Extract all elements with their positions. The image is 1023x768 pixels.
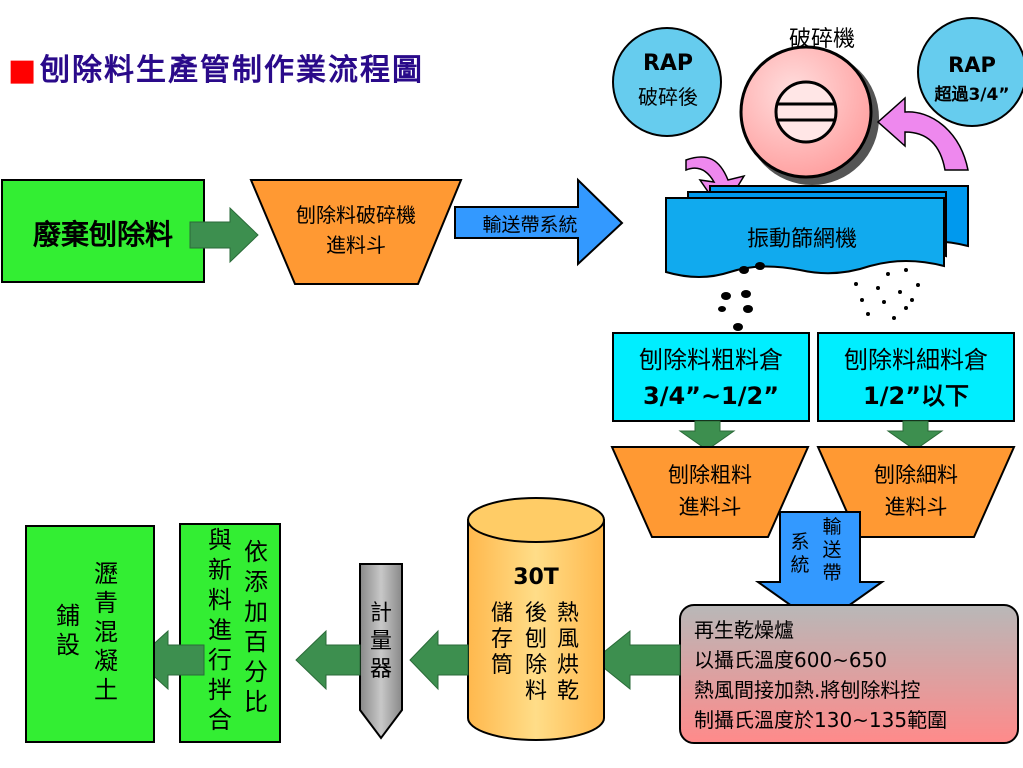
coarse-hopper-line1: 刨除粗料 <box>668 463 752 487</box>
mixing-col2-char5: 行 <box>208 646 232 674</box>
arrow-storage-to-meter <box>409 629 469 691</box>
storage-silo: 30T <box>467 497 605 741</box>
mixing-col1-char1: 依 <box>244 538 268 566</box>
page-title: ■ 刨除料生產管制作業流程圖 <box>8 53 424 88</box>
coarse-bin-line1: 刨除料粗料倉 <box>639 346 783 374</box>
conveyor-down-arrow: 輸 送 帶 系 統 <box>754 511 886 628</box>
vibrating-screen: 振動篩網機 <box>665 185 969 278</box>
storage-col1-char2: 風 <box>557 627 579 652</box>
paving-col2-char1: 鋪 <box>56 602 80 630</box>
conveyor-down-char3: 帶 <box>822 562 841 584</box>
fine-hopper: 刨除細料 進料斗 <box>816 446 1016 538</box>
rap-crushed-line2: 破碎後 <box>638 85 698 109</box>
storage-col3-char3: 筒 <box>491 653 513 678</box>
paving-col1-char2: 青 <box>94 589 118 617</box>
mixing-col2-char4: 進 <box>208 616 232 644</box>
conveyor-down-char1: 輸 <box>822 516 841 538</box>
mixing-col1-char4: 百 <box>244 628 268 656</box>
dryer-line1: 再生乾燥爐 <box>694 618 794 642</box>
conveyor-belt-label: 輸送帶系統 <box>482 214 577 236</box>
coarse-hopper: 刨除粗料 進料斗 <box>610 446 810 538</box>
paving-col1-char1: 瀝 <box>94 560 118 588</box>
arrow-fine-bin-to-hopper <box>886 420 944 451</box>
coarse-bin: 刨除料粗料倉 3/4”~1/2” <box>612 332 810 422</box>
fine-hopper-line2: 進料斗 <box>885 495 948 519</box>
crusher-machine <box>739 45 879 185</box>
fine-particles <box>854 268 920 320</box>
meter-char2: 量 <box>370 629 392 654</box>
paving-col1-char5: 土 <box>94 676 118 704</box>
fine-bin-line2: 1/2”以下 <box>863 382 969 410</box>
fine-bin: 刨除料細料倉 1/2”以下 <box>817 332 1015 422</box>
rap-crushed-line1: RAP <box>643 51 693 76</box>
storage-col2-char2: 刨 <box>525 627 547 652</box>
vibrating-screen-label: 振動篩網機 <box>747 227 857 252</box>
arrow-dryer-to-storage <box>593 629 681 691</box>
storage-col1-char3: 烘 <box>557 653 579 678</box>
rap-oversize-badge: RAP 超過3/4” <box>917 17 1023 127</box>
dryer-line4: 制攝氏溫度於130~135範圍 <box>694 708 947 732</box>
meter-device: 計 量 器 <box>359 563 403 740</box>
coarse-particles <box>718 262 765 331</box>
storage-col2-char1: 後 <box>525 601 547 626</box>
mixing-box <box>179 523 281 743</box>
storage-col3-char2: 存 <box>491 627 513 652</box>
conveyor-belt-arrow: 輸送帶系統 <box>454 177 624 267</box>
mixing-col2-char3: 料 <box>208 586 232 614</box>
mixing-col1-char5: 分 <box>244 658 268 686</box>
rap-oversize-line2: 超過3/4” <box>934 84 1009 105</box>
crusher-hopper: 刨除料破碎機 進料斗 <box>249 179 463 285</box>
conveyor-down-char5: 統 <box>790 554 809 576</box>
storage-col2-char3: 除 <box>525 653 547 678</box>
dryer-line2: 以攝氏溫度600~650 <box>694 648 887 672</box>
storage-text: 熱 風 烘 乾 後 刨 除 料 儲 存 筒 <box>491 601 579 704</box>
paving-col1-char4: 凝 <box>94 647 118 675</box>
paving-col2-char2: 設 <box>56 631 80 659</box>
coarse-bin-line2: 3/4”~1/2” <box>643 382 779 410</box>
arrow-waste-to-hopper <box>189 206 259 264</box>
curved-arrow-to-crusher <box>876 96 969 171</box>
mixing-col1-char3: 加 <box>244 598 268 626</box>
waste-material-box: 廢棄刨除料 <box>1 179 205 283</box>
storage-col1-char4: 乾 <box>557 679 579 704</box>
crusher-hopper-line2: 進料斗 <box>326 233 386 257</box>
dryer-line3: 熱風間接加熱.將刨除料控 <box>694 678 920 702</box>
waste-material-label: 廢棄刨除料 <box>33 218 173 251</box>
title-text: 刨除料生產管制作業流程圖 <box>39 53 424 88</box>
storage-capacity: 30T <box>513 565 559 590</box>
mixing-col2-char6: 拌 <box>208 676 232 704</box>
storage-col1-char1: 熱 <box>557 601 579 626</box>
mixing-col2-char1: 與 <box>208 526 232 554</box>
mixing-text: 依 添 加 百 分 比 與 新 料 進 行 拌 合 <box>208 526 268 734</box>
rap-crushed-badge: RAP 破碎後 <box>612 27 722 137</box>
conveyor-down-char4: 系 <box>790 531 809 553</box>
meter-char1: 計 <box>370 601 392 626</box>
mixing-col1-char6: 比 <box>244 688 268 716</box>
fine-bin-line1: 刨除料細料倉 <box>844 346 988 374</box>
mixing-col2-char7: 合 <box>208 706 232 734</box>
rap-oversize-line1: RAP <box>948 53 996 77</box>
storage-col3-char1: 儲 <box>491 601 513 626</box>
paving-box <box>25 525 155 743</box>
arrow-meter-to-mixing <box>295 629 361 691</box>
paving-text: 瀝 青 混 凝 土 鋪 設 <box>56 560 118 704</box>
paving-col1-char3: 混 <box>94 618 118 646</box>
coarse-hopper-line2: 進料斗 <box>679 495 742 519</box>
conveyor-down-char2: 送 <box>822 539 841 561</box>
title-marker: ■ <box>8 53 36 88</box>
meter-char3: 器 <box>370 657 392 682</box>
mixing-col2-char2: 新 <box>208 556 232 584</box>
crusher-hopper-line1: 刨除料破碎機 <box>296 203 416 227</box>
fine-hopper-line1: 刨除細料 <box>874 463 958 487</box>
storage-col2-char4: 料 <box>525 679 547 704</box>
dryer-box: 再生乾燥爐 以攝氏溫度600~650 熱風間接加熱.將刨除料控 制攝氏溫度於13… <box>679 604 1019 744</box>
arrow-coarse-bin-to-hopper <box>678 420 736 451</box>
mixing-col1-char2: 添 <box>244 568 268 596</box>
